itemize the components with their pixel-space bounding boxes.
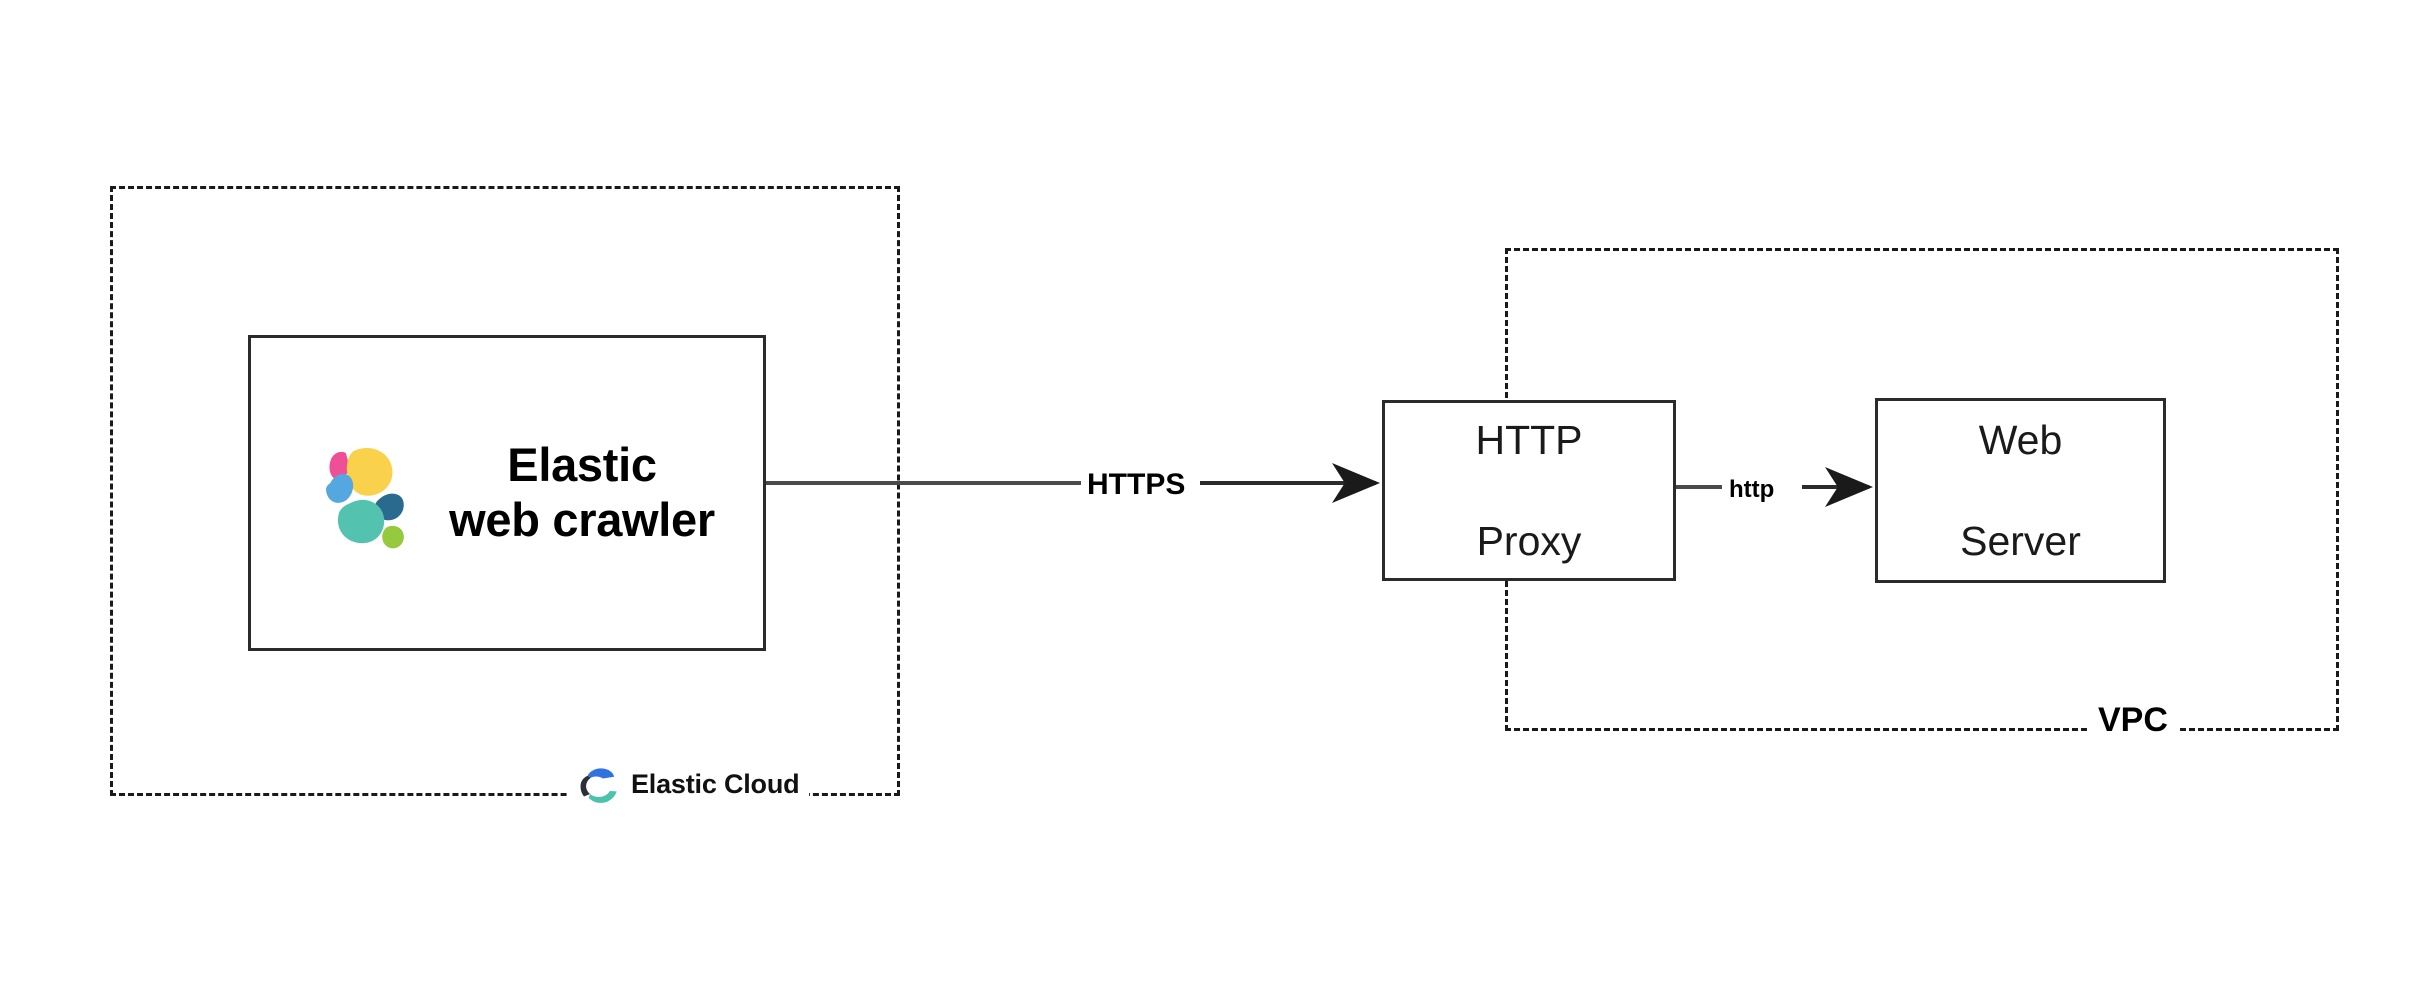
http-proxy-label-line2: Proxy (1476, 517, 1582, 564)
elastic-cloud-logo-icon (580, 767, 617, 803)
elastic-cloud-label-text: Elastic Cloud (631, 768, 800, 799)
http-proxy-label-line1: HTTP (1475, 417, 1583, 464)
crawler-title-line1: Elastic (507, 438, 657, 492)
crawler-title: Elastic web crawler (449, 438, 715, 548)
crawler-content: Elastic web crawler (251, 435, 763, 551)
node-http-proxy[interactable]: HTTP Proxy (1382, 400, 1676, 581)
node-elastic-web-crawler[interactable]: Elastic web crawler (248, 335, 766, 651)
crawler-title-line2: web crawler (449, 493, 715, 546)
http-proxy-label: HTTP Proxy (1475, 365, 1582, 615)
web-server-label-line1: Web (1978, 417, 2063, 464)
web-server-label-line2: Server (1960, 517, 2081, 564)
edge-label-https: HTTPS (1081, 467, 1192, 503)
vpc-label-text: VPC (2098, 700, 2168, 739)
node-web-server[interactable]: Web Server (1875, 398, 2166, 583)
web-server-label: Web Server (1960, 365, 2081, 615)
elastic-cloud-label: Elastic Cloud (568, 758, 810, 810)
edge-label-http: http (1724, 475, 1780, 505)
elastic-logo-icon (326, 448, 405, 549)
elastic-cloud-boundary (110, 186, 900, 796)
vpc-label: VPC (2088, 696, 2178, 744)
